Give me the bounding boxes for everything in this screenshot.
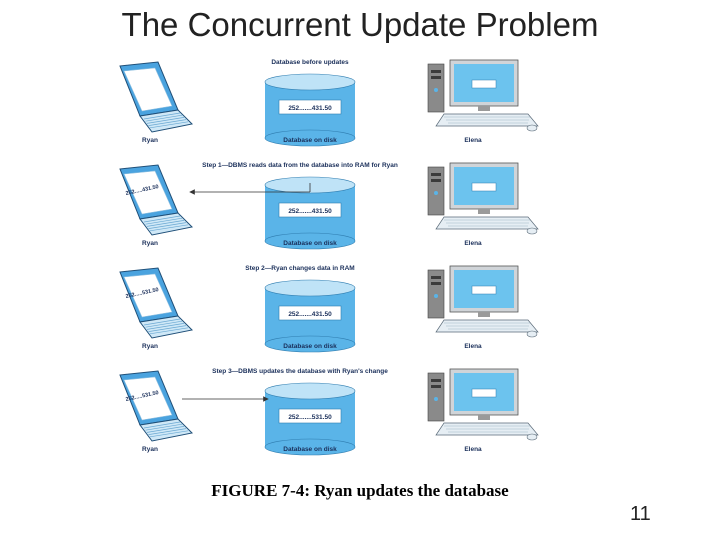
tower-button — [434, 88, 438, 92]
database-cylinder: 252.......431.50 — [265, 280, 355, 352]
database-label: Database on disk — [283, 240, 337, 247]
elena-label: Elena — [464, 240, 482, 247]
database-label: Database on disk — [283, 137, 337, 144]
tower-button — [434, 397, 438, 401]
tower-drive — [431, 179, 441, 182]
tower-drive — [431, 173, 441, 176]
cylinder-top — [265, 280, 355, 296]
panel-header: Database before updates — [271, 59, 349, 66]
panel-header: Step 1—DBMS reads data from the database… — [202, 162, 398, 169]
panel-header: Step 2—Ryan changes data in RAM — [245, 265, 354, 272]
database-cylinder: 252.......431.50 — [265, 74, 355, 146]
desktop-computer-icon — [428, 266, 538, 337]
slide-title: The Concurrent Update Problem — [0, 6, 720, 44]
pc-mouse — [527, 125, 537, 131]
desktop-computer-icon — [428, 60, 538, 131]
ryan-label: Ryan — [142, 240, 158, 247]
cylinder-top — [265, 383, 355, 399]
tower-button — [434, 294, 438, 298]
database-label: Database on disk — [283, 446, 337, 453]
figure-caption: FIGURE 7-4: Ryan updates the database — [0, 481, 720, 501]
desktop-computer-icon — [428, 369, 538, 440]
elena-label: Elena — [464, 137, 482, 144]
screen-window — [472, 286, 496, 294]
elena-label: Elena — [464, 446, 482, 453]
laptop-icon — [120, 62, 192, 132]
monitor-stand — [478, 209, 490, 214]
laptop-icon: 252.....431.50 — [120, 165, 192, 235]
tower-drive — [431, 70, 441, 73]
screen-window — [472, 183, 496, 191]
database-label: Database on disk — [283, 343, 337, 350]
database-cylinder: 252.......531.50 — [265, 383, 355, 455]
slide-number: 11 — [630, 503, 651, 526]
ryan-label: Ryan — [142, 446, 158, 453]
elena-label: Elena — [464, 343, 482, 350]
monitor-stand — [478, 312, 490, 317]
figure-panel-2: Step 1—DBMS reads data from the database… — [120, 162, 538, 249]
figure-panel-3: Step 2—Ryan changes data in RAM 252.....5… — [120, 265, 538, 352]
db-value-label: 252.......431.50 — [288, 208, 332, 215]
db-value-label: 252.......431.50 — [288, 105, 332, 112]
tower-drive — [431, 276, 441, 279]
tower-drive — [431, 76, 441, 79]
ryan-label: Ryan — [142, 137, 158, 144]
laptop-icon: 252.....531.50 — [120, 268, 192, 338]
monitor-stand — [478, 415, 490, 420]
screen-window — [472, 389, 496, 397]
tower-button — [434, 191, 438, 195]
cylinder-top — [265, 74, 355, 90]
desktop-computer-icon — [428, 163, 538, 234]
db-value-label: 252.......531.50 — [288, 414, 332, 421]
ryan-label: Ryan — [142, 343, 158, 350]
pc-mouse — [527, 331, 537, 337]
panel-header: Step 3—DBMS updates the database with Ry… — [212, 368, 388, 375]
screen-window — [472, 80, 496, 88]
db-value-label: 252.......431.50 — [288, 311, 332, 318]
figure-panel-4: Step 3—DBMS updates the database with Ry… — [120, 368, 538, 455]
tower-drive — [431, 282, 441, 285]
pc-mouse — [527, 228, 537, 234]
monitor-stand — [478, 106, 490, 111]
tower-drive — [431, 379, 441, 382]
pc-mouse — [527, 434, 537, 440]
laptop-icon: 252.....531.50 — [120, 371, 192, 441]
tower-drive — [431, 385, 441, 388]
